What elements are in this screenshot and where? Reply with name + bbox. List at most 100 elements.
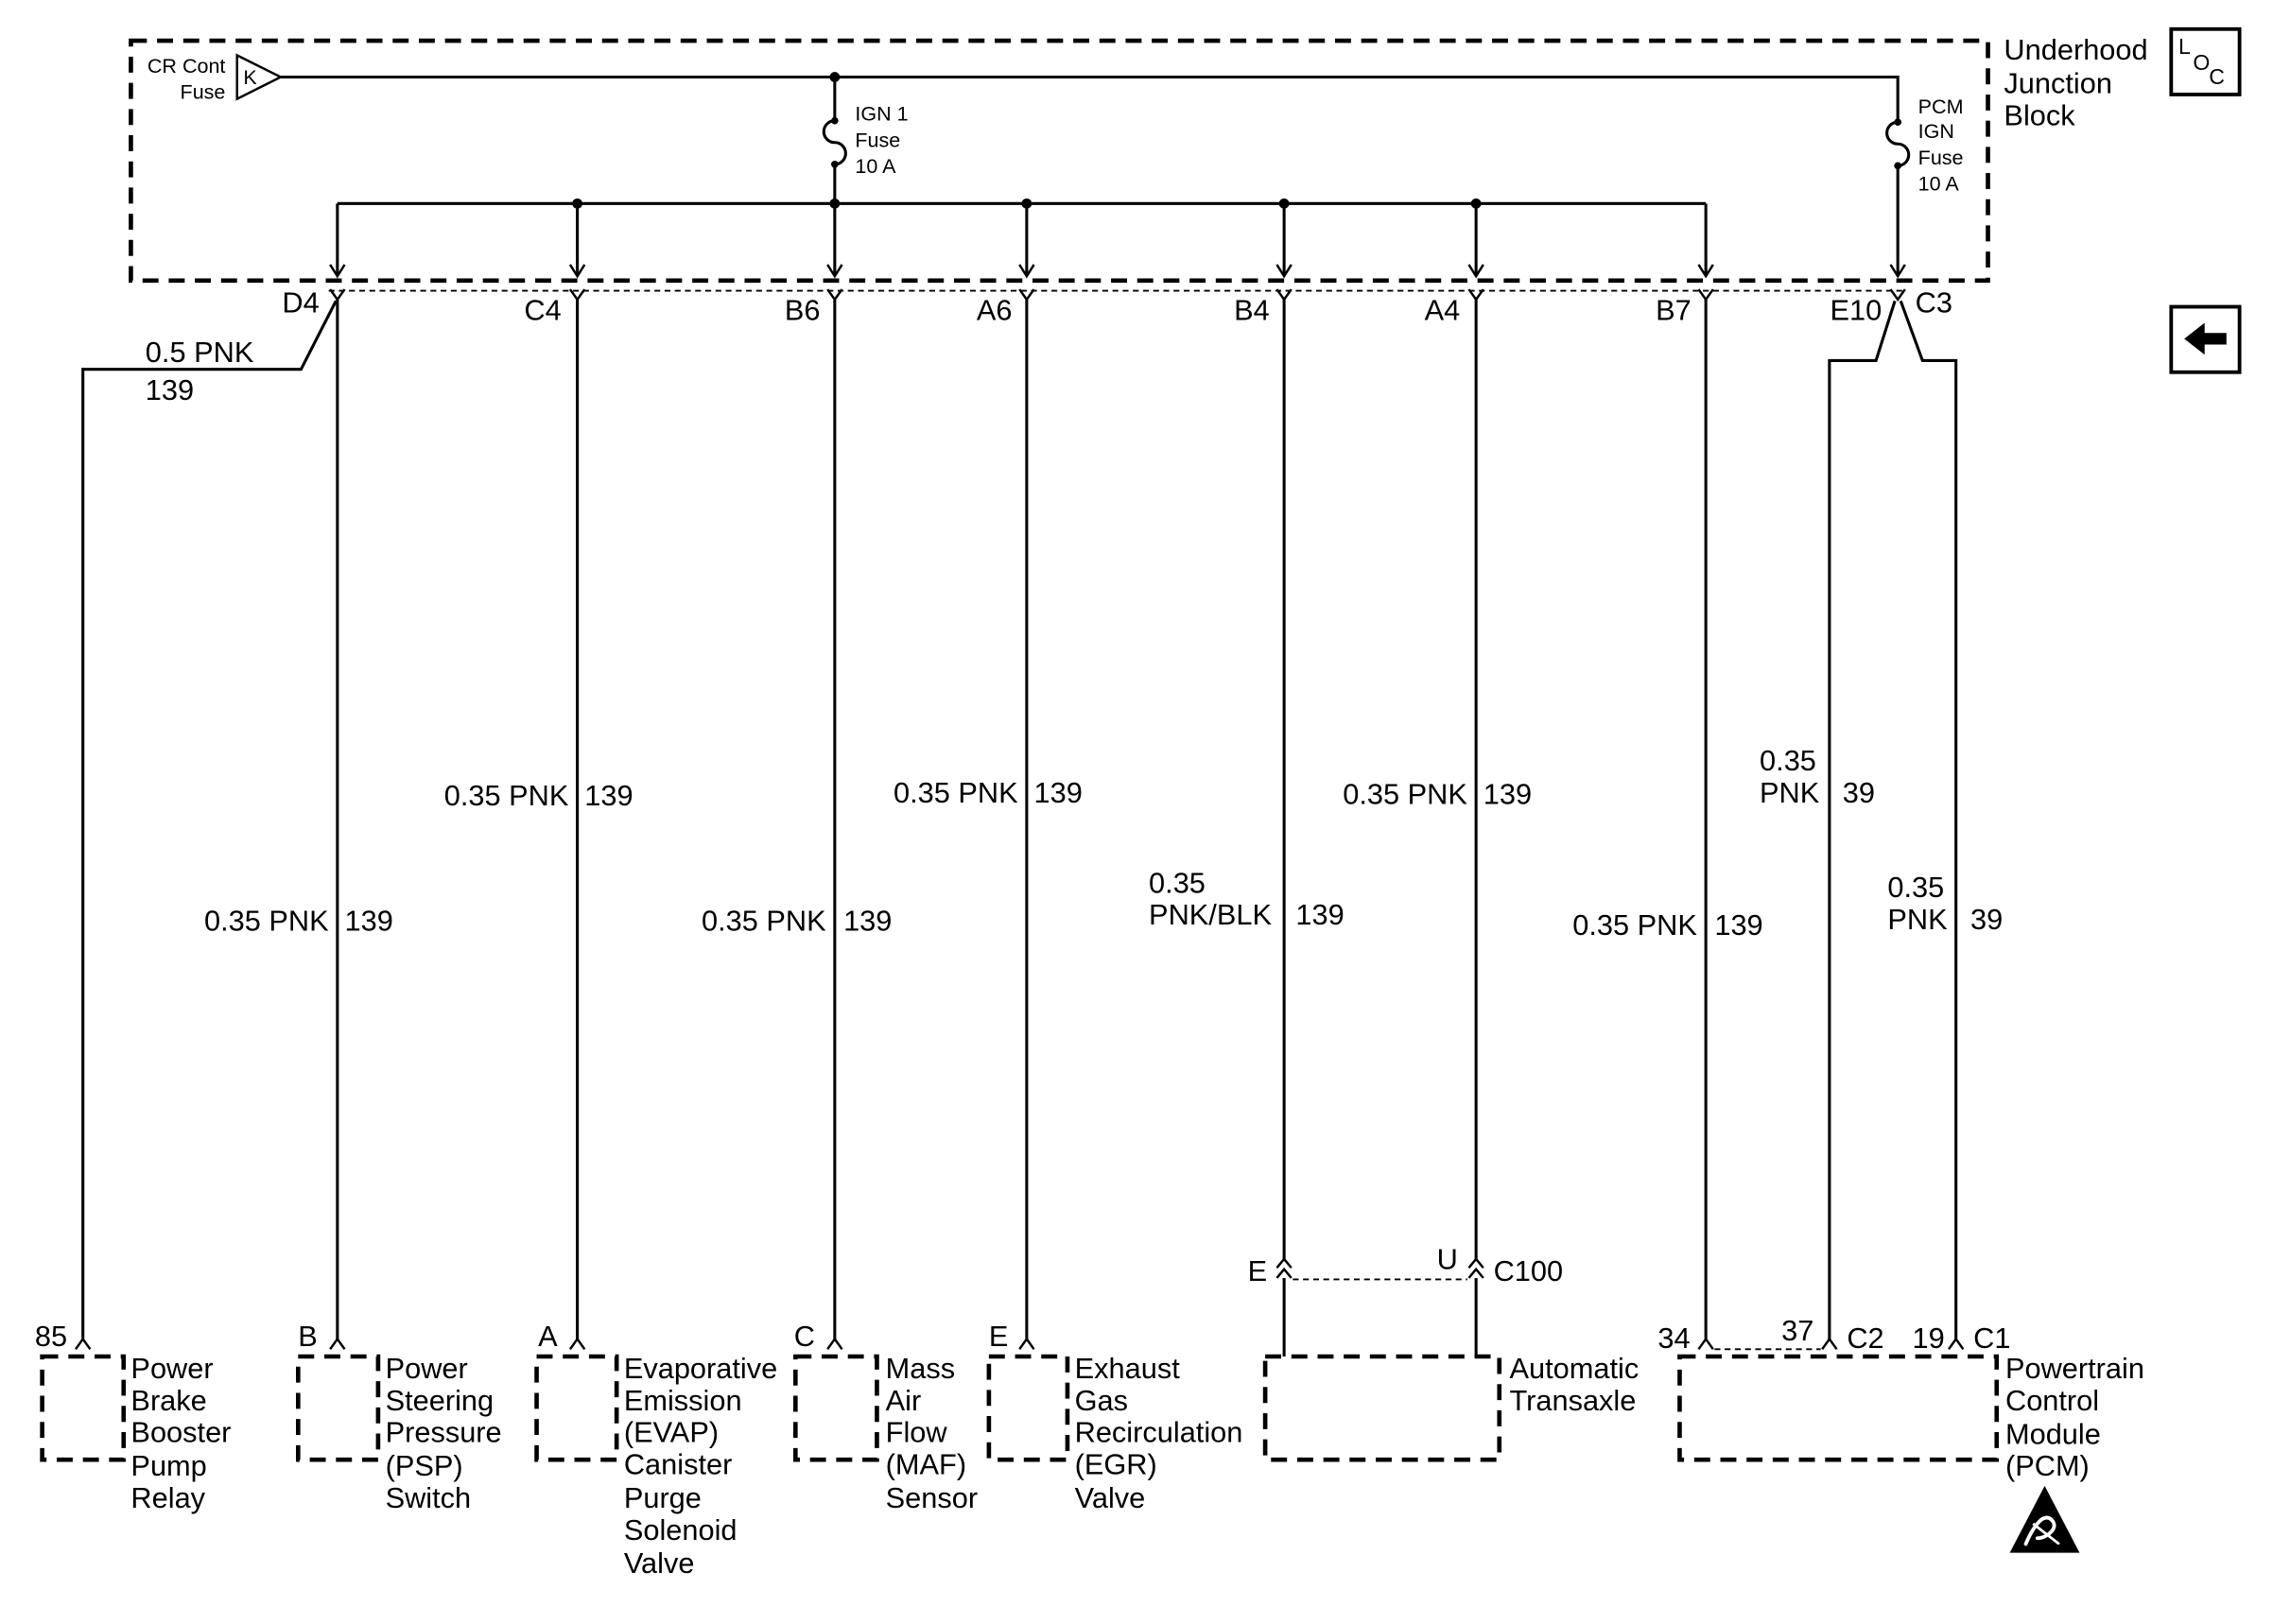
wire-color-label: PNK/BLK (1149, 898, 1272, 931)
pcm-ign-fuse-symbol (1885, 120, 1911, 167)
component-name: Canister (624, 1448, 733, 1481)
splice-dot (1021, 198, 1032, 209)
cr-cont-fuse-terminal-letter: K (243, 66, 257, 89)
back-button[interactable] (2169, 304, 2242, 374)
pcm-connector-label: C2 (1847, 1322, 1883, 1355)
underhood-junction-block: CR Cont Fuse K IGN 1 Fuse 10 A PCM IGN F… (129, 33, 2148, 284)
component-name: Pressure (386, 1416, 502, 1449)
component-name: Valve (1075, 1481, 1146, 1514)
loc-icon-letter: O (2193, 50, 2210, 75)
component-name: (EGR) (1075, 1448, 1157, 1481)
component-outline (1262, 1354, 1502, 1462)
component-name: Exhaust (1075, 1352, 1181, 1385)
component-name: Gas (1075, 1384, 1128, 1417)
circuit-wires: 0.5 PNK 139 0.35 PNK 139 0.35 PNK 139 0.… (81, 299, 2003, 1356)
splice-dot (1278, 198, 1290, 209)
component-name: Power (386, 1352, 468, 1385)
component-name: (MAF) (886, 1448, 966, 1481)
left-arrow-icon (2184, 322, 2227, 355)
power-steering-pressure-switch: B Power Steering Pressure (PSP) Switch (296, 1320, 502, 1514)
powertrain-control-module: 34 37 C2 19 C1 Powertrain Control Module… (1657, 1314, 2144, 1553)
component-pin-label: E (989, 1320, 1009, 1353)
junction-block-title: Block (2004, 98, 2075, 131)
location-button[interactable]: L O C (2169, 26, 2242, 96)
wire-size-color-label: 0.35 PNK (204, 904, 329, 937)
component-name: Switch (386, 1481, 472, 1514)
arrowhead (1889, 264, 1906, 279)
wire-size-color-label: 0.5 PNK (146, 336, 254, 369)
pin-symbol (74, 1337, 92, 1351)
terminal-label-d4: D4 (282, 286, 319, 320)
component-name: Brake (130, 1384, 206, 1417)
wire-c3-pcm (1899, 300, 1958, 1339)
c100-pin-right: U (1437, 1243, 1458, 1276)
loc-icon-letter: L (2178, 34, 2191, 59)
wire-circuit-label: 139 (345, 904, 393, 937)
arrowhead (1275, 264, 1293, 279)
component-pin-label: B (298, 1320, 318, 1353)
splice-dot (1470, 198, 1482, 209)
pin-symbol (1821, 1337, 1838, 1351)
wire-circuit-label: 139 (843, 904, 892, 937)
component-name: Pump (130, 1449, 206, 1482)
arrowhead (826, 264, 843, 279)
component-name: Solenoid (624, 1513, 737, 1546)
component-name: Power (130, 1352, 213, 1385)
component-name: Control (2005, 1384, 2099, 1417)
wire-e10-pcm (1828, 300, 1897, 1339)
terminal-label-b7: B7 (1656, 293, 1692, 326)
component-name: Flow (886, 1416, 948, 1449)
esd-hand-mark (2023, 1515, 2056, 1546)
arrowhead (329, 264, 346, 279)
component-name: Recirculation (1075, 1416, 1243, 1449)
splice-dot (572, 198, 583, 209)
wire-circuit-label: 139 (584, 779, 633, 812)
pcm-pin-label: 34 (1657, 1322, 1690, 1355)
egr-valve: E Exhaust Gas Recirculation (EGR) Valve (986, 1320, 1243, 1514)
component-name: (EVAP) (624, 1416, 719, 1449)
ign1-fuse-label: Fuse (855, 129, 900, 151)
pin-symbol (1697, 1337, 1714, 1351)
pcm-ign-fuse-label: PCM (1918, 95, 1964, 118)
pcm-pin-label: 37 (1781, 1314, 1813, 1347)
terminal-label-b4: B4 (1234, 293, 1270, 326)
wire-color-label: PNK (1887, 903, 1948, 936)
wire-circuit-label: 139 (1295, 898, 1344, 931)
wire-circuit-label: 39 (1970, 903, 2003, 936)
wire-size-label: 0.35 (1760, 744, 1816, 777)
ign1-fuse-symbol (822, 119, 847, 166)
wire-size-label: 0.35 (1149, 866, 1206, 899)
esd-slash (2032, 1522, 2060, 1546)
inline-terminal-symbol (1275, 1267, 1293, 1279)
terminal-symbol (1889, 288, 1906, 302)
terminal-symbol (329, 288, 346, 302)
wire-circuit-label: 139 (1034, 776, 1083, 809)
component-outline (986, 1354, 1070, 1462)
component-name: Emission (624, 1384, 742, 1417)
component-name: Transaxle (1510, 1384, 1637, 1417)
location-button-frame[interactable] (2169, 26, 2242, 96)
terminal-label-c3: C3 (1916, 286, 1952, 320)
component-name: Steering (386, 1384, 495, 1417)
wire-d4-relay (81, 300, 338, 1339)
component-name: Module (2005, 1417, 2101, 1450)
splice-dot (829, 198, 841, 209)
inline-terminal-symbol (1275, 1257, 1293, 1269)
junction-block-title: Junction (2004, 66, 2112, 99)
component-outline (40, 1354, 127, 1462)
wire-circuit-label: 139 (1714, 908, 1762, 942)
component-name: Powertrain (2005, 1352, 2144, 1385)
terminal-label-a6: A6 (977, 293, 1013, 326)
terminal-symbol (1018, 288, 1035, 302)
cr-cont-fuse-label: Fuse (181, 81, 226, 104)
terminal-label-a4: A4 (1425, 293, 1461, 326)
arrowhead (568, 264, 586, 279)
component-name: Evaporative (624, 1352, 777, 1385)
pin-symbol (329, 1337, 346, 1351)
component-pin-label: A (538, 1320, 558, 1353)
component-name: Automatic (1510, 1352, 1640, 1385)
ign1-fuse-label: 10 A (855, 155, 896, 178)
top-feed-wire (280, 75, 1900, 123)
component-name: Valve (624, 1546, 695, 1580)
wire-circuit-label: 139 (146, 373, 194, 406)
